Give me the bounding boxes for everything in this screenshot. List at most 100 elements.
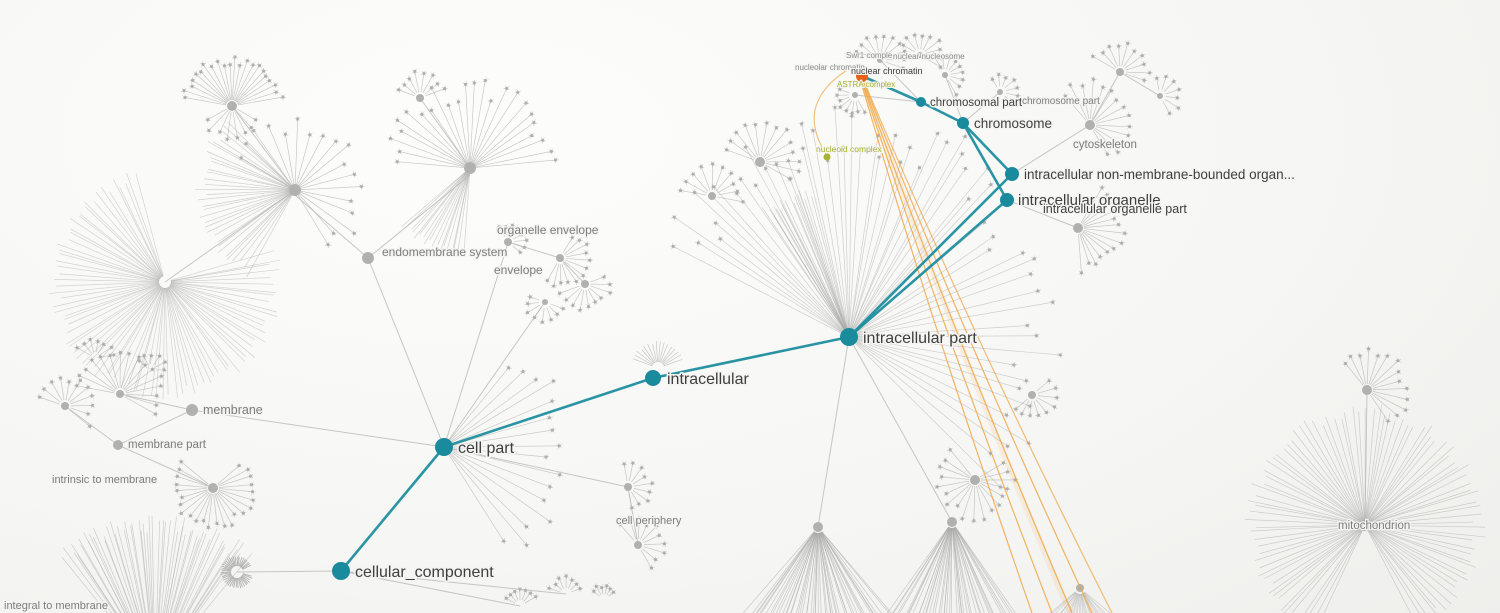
leaf-tick	[294, 117, 298, 120]
fan-spoke	[1258, 525, 1360, 547]
leaf-tick	[957, 83, 960, 87]
node-cellular-component[interactable]	[332, 562, 350, 580]
graph-edge	[367, 174, 471, 259]
leaf-tick	[698, 240, 701, 244]
node-chromosome[interactable]	[957, 117, 969, 129]
leaf-tick	[348, 144, 352, 147]
fan-spoke	[628, 462, 634, 482]
leaf-tick	[966, 196, 969, 200]
cluster-hub-node[interactable]	[186, 404, 198, 416]
cluster-hub-node[interactable]	[1028, 391, 1036, 399]
cluster-hub-node[interactable]	[852, 92, 858, 98]
leaf-tick	[839, 107, 843, 110]
cluster-hub-node[interactable]	[464, 162, 476, 174]
cluster-hub-node[interactable]	[113, 440, 123, 450]
cluster-hub-node[interactable]	[942, 72, 948, 78]
green-complex-node[interactable]	[844, 65, 850, 71]
cluster-hub-node[interactable]	[416, 94, 424, 102]
leaf-tick	[251, 62, 254, 66]
fan-spoke	[1095, 115, 1130, 124]
fan-spoke	[1102, 52, 1117, 68]
cluster-hub-node[interactable]	[1359, 519, 1371, 531]
leaf-tick	[632, 462, 636, 465]
leaf-tick	[1124, 230, 1127, 234]
cluster-hub-node[interactable]	[813, 522, 823, 532]
leaf-tick	[1011, 78, 1015, 81]
leaf-tick	[968, 198, 972, 200]
cluster-hub-node[interactable]	[116, 390, 124, 398]
cluster-hub-node[interactable]	[1362, 385, 1372, 395]
leaf-tick	[655, 559, 659, 562]
leaf-tick	[946, 490, 948, 494]
leaf-tick	[876, 156, 880, 159]
node-cell-part[interactable]	[435, 438, 453, 456]
cluster-hub-node[interactable]	[362, 252, 374, 264]
leaf-tick	[576, 239, 580, 242]
fan-spoke	[511, 228, 519, 238]
leaf-tick	[1149, 69, 1152, 74]
fan-spoke	[85, 369, 116, 391]
node-intracellular-non-membrane-bounded-organelle[interactable]	[1005, 167, 1019, 181]
cluster-hub-node[interactable]	[997, 89, 1003, 95]
nucleoid-complex-node[interactable]	[823, 153, 831, 161]
leaf-tick	[397, 120, 400, 124]
cluster-hub-node[interactable]	[755, 157, 765, 167]
leaf-tick	[253, 128, 257, 131]
leaf-tick	[421, 111, 424, 115]
fan-spoke	[885, 61, 904, 69]
fan-spoke	[1035, 399, 1047, 413]
cluster-hub-node[interactable]	[917, 52, 923, 58]
node-chromosomal-part[interactable]	[916, 97, 926, 107]
node-intracellular[interactable]	[645, 370, 661, 386]
leaf-tick	[544, 279, 548, 281]
cluster-hub-node[interactable]	[1073, 223, 1083, 233]
cluster-hub-node[interactable]	[61, 402, 69, 410]
leaf-tick	[1397, 360, 1401, 363]
fan-spoke	[164, 531, 178, 613]
cluster-hub-node[interactable]	[542, 299, 548, 305]
leaf-tick	[649, 483, 653, 485]
nuclear-chromatin-node[interactable]	[856, 70, 868, 82]
cluster-hub-node[interactable]	[970, 475, 980, 485]
leaf-tick	[589, 260, 592, 264]
fan-spoke	[1082, 592, 1097, 613]
cluster-hub-node[interactable]	[581, 280, 589, 288]
fan-spoke	[806, 532, 818, 613]
cluster-hub-node[interactable]	[1116, 68, 1124, 76]
cluster-hub-node[interactable]	[289, 184, 301, 196]
cluster-hub-node[interactable]	[634, 541, 642, 549]
fan-spoke	[851, 142, 948, 332]
leaf-tick	[526, 296, 531, 298]
cluster-hub-node[interactable]	[708, 192, 716, 200]
fan-spoke	[563, 262, 577, 282]
leaf-tick	[1093, 261, 1096, 265]
leaf-tick	[1029, 413, 1033, 416]
cluster-hub-node[interactable]	[556, 254, 564, 262]
cluster-hub-node[interactable]	[877, 57, 883, 63]
cluster-hub-node[interactable]	[1085, 120, 1095, 130]
cluster-hub-node[interactable]	[947, 517, 957, 527]
cluster-hub-node[interactable]	[1157, 93, 1163, 99]
leaf-tick	[39, 396, 43, 398]
fan-spoke	[797, 532, 817, 613]
cluster-hub-node[interactable]	[227, 101, 237, 111]
leaf-tick	[354, 174, 358, 176]
leaf-tick	[1113, 218, 1117, 222]
leaf-tick	[993, 236, 996, 240]
fan-spoke	[661, 348, 676, 364]
leaf-tick	[111, 347, 115, 350]
cluster-hub-node[interactable]	[208, 483, 218, 493]
fan-spoke	[952, 527, 961, 613]
fan-spoke	[1084, 591, 1111, 613]
leaf-tick	[854, 49, 857, 52]
node-intracellular-organelle[interactable]	[1000, 193, 1014, 207]
leaf-tick	[523, 525, 527, 527]
node-intracellular-part[interactable]	[840, 328, 858, 346]
cluster-hub-node[interactable]	[624, 483, 632, 491]
leaf-tick	[788, 159, 792, 162]
leaf-tick	[1093, 75, 1095, 80]
fan-spoke	[167, 287, 215, 377]
cluster-hub-node[interactable]	[504, 238, 512, 246]
fan-spoke	[1004, 95, 1013, 104]
